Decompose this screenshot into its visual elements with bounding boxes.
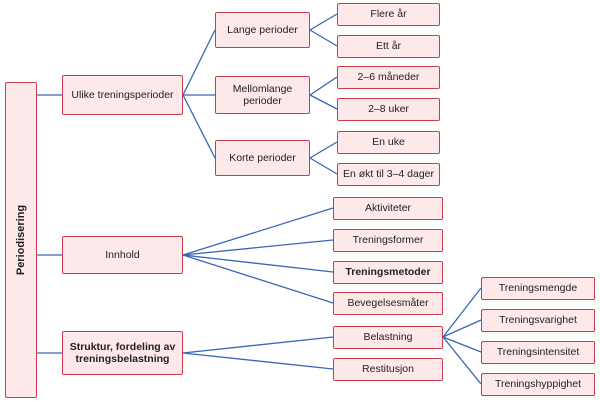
- leaf-ett-ar: Ett år: [337, 35, 440, 58]
- leaf-treningsmetoder: Treningsmetoder: [333, 261, 443, 284]
- edge-content-child-4: [182, 254, 334, 304]
- edge-content-child-3: [182, 254, 334, 273]
- leaf-treningsvarighet: Treningsvarighet: [481, 309, 595, 332]
- node-innhold: Innhold: [62, 236, 183, 274]
- edge-short-child-1: [309, 141, 338, 159]
- node-belastning: Belastning: [333, 326, 443, 349]
- leaf-en-okt: En økt til 3–4 dager: [337, 163, 440, 186]
- leaf-aktiviteter: Aktiviteter: [333, 197, 443, 220]
- edge-load-child-3: [442, 336, 482, 353]
- edge-content-child-2: [182, 239, 334, 256]
- edge-content-child-1: [182, 207, 334, 256]
- leaf-en-uke: En uke: [337, 131, 440, 154]
- edge-load-child-1: [442, 287, 482, 338]
- root-periodisering: Periodisering: [5, 82, 37, 398]
- node-restitusjon: Restitusjon: [333, 358, 443, 381]
- edge-load-child-4: [442, 336, 482, 385]
- leaf-2-8-uker: 2–8 uker: [337, 98, 440, 121]
- edge-long-child-1: [309, 13, 338, 31]
- node-lange-perioder: Lange perioder: [215, 12, 310, 48]
- edge-medium-child-2: [309, 94, 338, 110]
- node-mellomlange-perioder: Mellomlange perioder: [215, 76, 310, 114]
- edge-short-child-2: [309, 157, 338, 175]
- node-treningsperioder: Ulike treningsperioder: [62, 75, 183, 115]
- leaf-treningshyppighet: Treningshyppighet: [481, 373, 595, 396]
- root-label: Periodisering: [15, 204, 27, 276]
- edge-structure-load: [182, 336, 334, 354]
- edge-periods-long: [182, 29, 216, 96]
- leaf-treningsformer: Treningsformer: [333, 229, 443, 252]
- node-struktur: Struktur, fordeling av treningsbelastnin…: [62, 331, 183, 375]
- edge-long-child-2: [309, 29, 338, 47]
- leaf-flere-ar: Flere år: [337, 3, 440, 26]
- leaf-treningsintensitet: Treningsintensitet: [481, 341, 595, 364]
- edge-load-child-2: [442, 319, 482, 338]
- leaf-treningsmengde: Treningsmengde: [481, 277, 595, 300]
- leaf-bevegelsesmater: Bevegelsesmåter: [333, 292, 443, 315]
- leaf-2-6-maneder: 2–6 måneder: [337, 66, 440, 89]
- edge-medium-child-1: [309, 76, 338, 96]
- edge-periods-short: [182, 94, 216, 159]
- edge-structure-recovery: [182, 352, 334, 370]
- node-korte-perioder: Korte perioder: [215, 140, 310, 176]
